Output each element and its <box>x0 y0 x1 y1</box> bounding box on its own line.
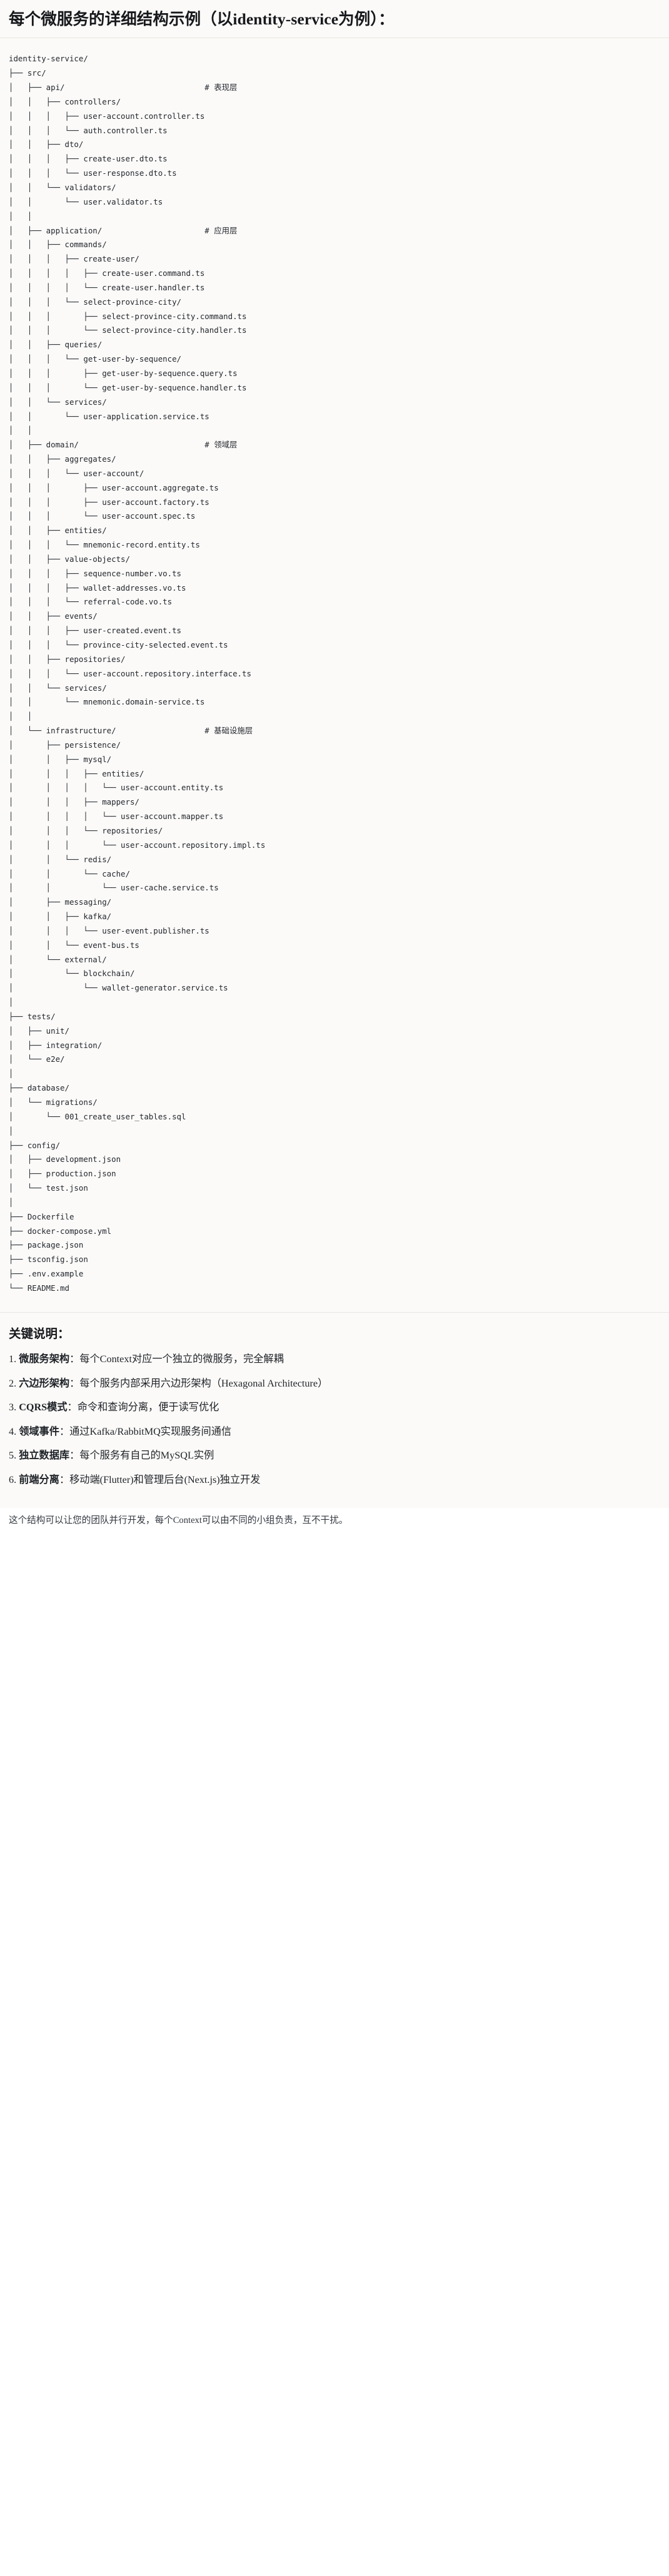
footer-band: 这个结构可以让您的团队并行开发，每个Context可以由不同的小组负责，互不干扰… <box>0 1508 669 1537</box>
key-note-label: 微服务架构 <box>19 1353 70 1365</box>
key-note-text: ：每个Context对应一个独立的微服务，完全解耦 <box>69 1353 284 1365</box>
key-note-item: 独立数据库：每个服务有自己的MySQL实例 <box>9 1448 660 1463</box>
directory-tree: identity-service/ ├── src/ │ ├── api/ # … <box>9 54 266 1293</box>
key-note-text: ：每个服务有自己的MySQL实例 <box>69 1450 214 1462</box>
footer-text: 这个结构可以让您的团队并行开发，每个Context可以由不同的小组负责，互不干扰… <box>9 1515 348 1526</box>
key-note-text: ：移动端(Flutter)和管理后台(Next.js)独立开发 <box>59 1474 261 1485</box>
key-note-label: 独立数据库 <box>19 1450 70 1462</box>
key-note-label: 领域事件 <box>19 1425 59 1437</box>
heading-band: 每个微服务的详细结构示例（以identity-service为例）： <box>0 0 669 39</box>
key-note-label: CQRS模式 <box>19 1402 68 1413</box>
key-note-label: 六边形架构 <box>19 1377 70 1389</box>
key-note-item: 六边形架构：每个服务内部采用六边形架构（Hexagonal Architectu… <box>9 1377 660 1391</box>
key-note-item: CQRS模式：命令和查询分离，便于读写优化 <box>9 1400 660 1415</box>
key-note-text: ：通过Kafka/RabbitMQ实现服务间通信 <box>59 1425 232 1437</box>
directory-tree-block: identity-service/ ├── src/ │ ├── api/ # … <box>0 38 669 1312</box>
key-note-text: ：命令和查询分离，便于读写优化 <box>67 1402 219 1413</box>
key-notes-section: 关键说明： 微服务架构：每个Context对应一个独立的微服务，完全解耦六边形架… <box>0 1311 669 1509</box>
document-page: 每个微服务的详细结构示例（以identity-service为例）： ident… <box>0 0 669 1537</box>
key-note-item: 领域事件：通过Kafka/RabbitMQ实现服务间通信 <box>9 1425 660 1439</box>
key-note-item: 前端分离：移动端(Flutter)和管理后台(Next.js)独立开发 <box>9 1473 660 1487</box>
page-title: 每个微服务的详细结构示例（以identity-service为例）： <box>9 10 395 28</box>
key-note-item: 微服务架构：每个Context对应一个独立的微服务，完全解耦 <box>9 1352 660 1367</box>
key-note-text: ：每个服务内部采用六边形架构（Hexagonal Architecture） <box>69 1377 328 1389</box>
key-note-label: 前端分离 <box>19 1474 59 1485</box>
key-notes-title: 关键说明： <box>9 1327 70 1341</box>
key-notes-list: 微服务架构：每个Context对应一个独立的微服务，完全解耦六边形架构：每个服务… <box>9 1352 660 1487</box>
